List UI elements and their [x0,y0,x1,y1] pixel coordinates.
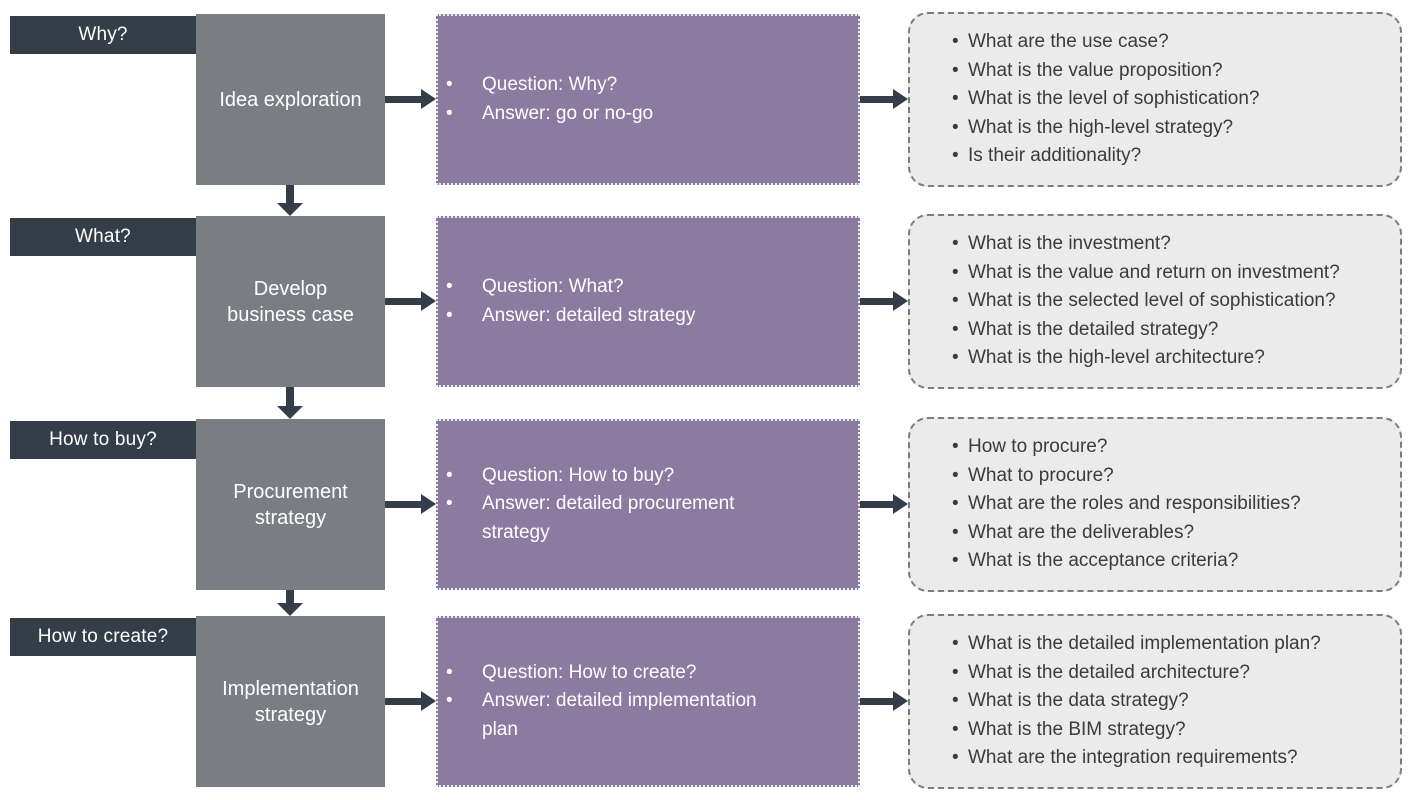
arrow-right-icon [385,691,436,711]
question-item: What is the high-level strategy? [952,114,1260,143]
arrow-right-icon [860,494,908,514]
arrow-right-icon [860,691,908,711]
qa-list: Question: Why? Answer: go or no-go [438,71,733,128]
arrow-right-icon [385,291,436,311]
qa-item: Answer: detailed implementation plan [446,687,778,744]
question-item: What to procure? [952,462,1301,491]
arrow-right-icon [385,89,436,109]
phase-question-text: Why? [78,24,128,45]
phase-row-procurement-strategy: How to buy? Procurement strategy Questio… [0,417,1424,592]
question-item: What are the use case? [952,28,1260,57]
stage-title: Procurement strategy [233,480,348,529]
questions-list: How to procure? What to procure? What ar… [910,433,1349,576]
question-item: Is their additionality? [952,142,1260,171]
phase-question-label: How to buy? [10,421,196,459]
qa-item: Answer: detailed strategy [446,302,695,331]
question-item: How to procure? [952,433,1301,462]
stage-box-procurement-strategy: Procurement strategy [196,419,385,590]
questions-box: How to procure? What to procure? What ar… [908,417,1402,592]
question-item: What is the acceptance criteria? [952,547,1301,576]
stage-box-develop-business-case: Develop business case [196,216,385,387]
stage-box-implementation-strategy: Implementation strategy [196,616,385,787]
question-item: What is the high-level architecture? [952,344,1340,373]
qa-item: Question: How to buy? [446,462,778,491]
questions-box: What is the investment? What is the valu… [908,214,1402,389]
qa-item: Question: How to create? [446,659,778,688]
questions-box: What are the use case? What is the value… [908,12,1402,187]
question-item: What is the value and return on investme… [952,259,1340,288]
qa-box: Question: How to buy? Answer: detailed p… [436,419,860,590]
questions-list: What is the detailed implementation plan… [910,630,1369,773]
question-item: What is the level of sophistication? [952,85,1260,114]
question-item: What is the value proposition? [952,57,1260,86]
question-item: What are the roles and responsibilities? [952,490,1301,519]
phase-question-label: Why? [10,16,196,54]
qa-list: Question: How to buy? Answer: detailed p… [438,462,858,548]
stage-title: Implementation strategy [222,677,359,726]
qa-box: Question: Why? Answer: go or no-go [436,14,860,185]
question-item: What is the selected level of sophistica… [952,287,1340,316]
questions-list: What are the use case? What is the value… [910,28,1308,171]
question-item: What is the BIM strategy? [952,716,1321,745]
arrow-down-icon [277,590,303,616]
qa-item: Answer: go or no-go [446,100,653,129]
question-item: What is the investment? [952,230,1340,259]
question-item: What is the detailed implementation plan… [952,630,1321,659]
qa-item: Answer: detailed procurement strategy [446,490,778,547]
qa-box: Question: How to create? Answer: detaile… [436,616,860,787]
phase-row-implementation-strategy: How to create? Implementation strategy Q… [0,614,1424,789]
qa-list: Question: How to create? Answer: detaile… [438,659,858,745]
phase-question-text: What? [75,226,131,247]
arrow-right-icon [860,291,908,311]
qa-box: Question: What? Answer: detailed strateg… [436,216,860,387]
questions-box: What is the detailed implementation plan… [908,614,1402,789]
question-item: What is the data strategy? [952,687,1321,716]
phase-row-develop-business-case: What? Develop business case Question: Wh… [0,214,1424,389]
stage-box-idea-exploration: Idea exploration [196,14,385,185]
arrow-down-icon [277,185,303,216]
qa-item: Question: What? [446,273,695,302]
stage-title: Develop business case [227,277,354,326]
arrow-down-icon [277,387,303,419]
qa-item: Question: Why? [446,71,653,100]
question-item: What is the detailed architecture? [952,659,1321,688]
qa-list: Question: What? Answer: detailed strateg… [438,273,775,330]
phase-question-label: What? [10,218,196,256]
arrow-right-icon [860,89,908,109]
arrow-right-icon [385,494,436,514]
phase-row-idea-exploration: Why? Idea exploration Question: Why? Ans… [0,12,1424,187]
question-item: What is the detailed strategy? [952,316,1340,345]
phase-question-label: How to create? [10,618,196,656]
questions-list: What is the investment? What is the valu… [910,230,1388,373]
stage-title: Idea exploration [219,88,362,111]
question-item: What are the deliverables? [952,519,1301,548]
phase-question-text: How to create? [37,626,169,647]
phase-question-text: How to buy? [49,429,157,450]
question-item: What are the integration requirements? [952,744,1321,773]
